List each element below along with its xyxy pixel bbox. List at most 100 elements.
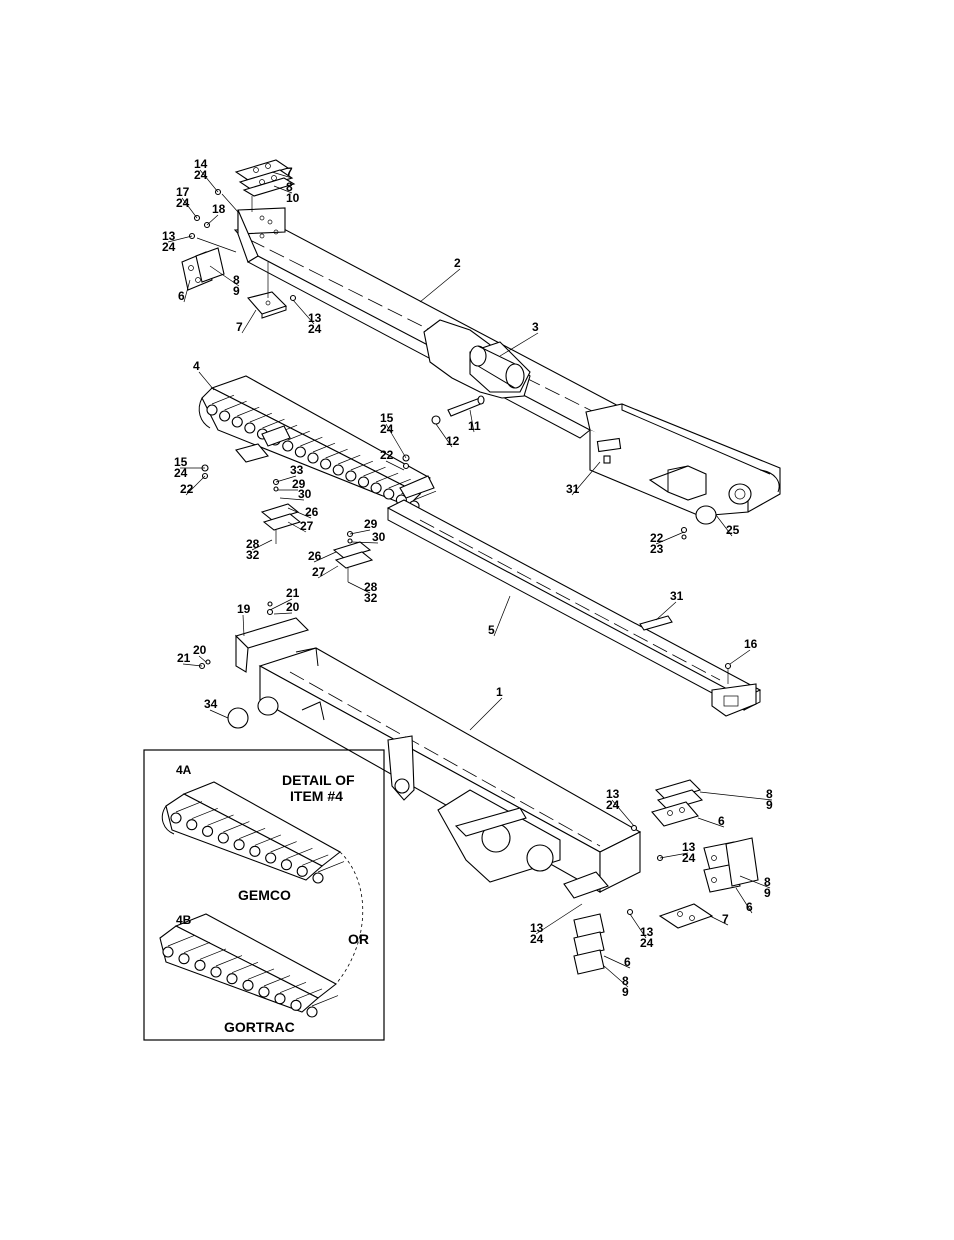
callout-number: 16 [744, 637, 758, 651]
callout-label: 22 [180, 482, 194, 496]
leader-line [271, 171, 293, 179]
leader-line [739, 875, 771, 889]
callout-number: 15 [380, 411, 394, 425]
callout-number-secondary: 24 [174, 466, 188, 480]
leader-line [287, 507, 312, 519]
callout-number: 13 [162, 229, 176, 243]
callout-label: 26 [308, 549, 322, 563]
pin-11 [447, 395, 485, 417]
callout-number: 12 [446, 434, 460, 448]
leader-line [287, 521, 307, 533]
callout-number: 13 [640, 925, 654, 939]
callout-number-secondary: 32 [364, 591, 378, 605]
leader-line [349, 529, 371, 535]
leader-line [499, 332, 539, 357]
leader-line [167, 235, 193, 243]
callout-label: 27 [312, 565, 326, 579]
leader-line [469, 697, 503, 731]
callout-number: 30 [298, 487, 312, 501]
callout-number: 27 [312, 565, 326, 579]
callout-number: 29 [364, 517, 378, 531]
callout-number: 13 [308, 311, 322, 325]
callout-number-secondary: 24 [308, 322, 322, 336]
leader-line [273, 612, 293, 615]
leader-line [603, 965, 629, 988]
callout-number-secondary: 32 [246, 548, 260, 562]
callout-number: 22 [380, 448, 394, 462]
cylinder-mount-3 [423, 319, 531, 399]
leader-line [351, 541, 379, 544]
callout-number: 17 [176, 185, 190, 199]
callout-label: 26 [305, 505, 319, 519]
callout-label: 7 [286, 165, 293, 179]
callout-label: 6 [746, 900, 753, 914]
callout-number: 20 [286, 600, 300, 614]
leader-line [206, 214, 219, 226]
gortrac-chain [159, 913, 339, 1018]
leader-line [435, 423, 453, 448]
leader-line [242, 614, 245, 637]
callout-number-secondary: 24 [176, 196, 190, 210]
callout-number: 6 [746, 900, 753, 914]
callout-number: 8 [233, 273, 240, 287]
leader-line [209, 709, 229, 719]
leader-line [241, 309, 257, 334]
callout-number-secondary: 24 [194, 168, 208, 182]
leader-line [198, 655, 207, 663]
leader-line [313, 551, 337, 563]
boom-section-5 [386, 499, 762, 717]
wear-pad-bottom [246, 262, 288, 319]
callout-label: 18 [212, 202, 226, 216]
boom-section-1 [257, 647, 642, 899]
callout-label: 6 [178, 289, 185, 303]
leader-line [603, 955, 631, 969]
leader-line [198, 371, 215, 391]
callout-number: 14 [194, 157, 208, 171]
callout-number: 6 [718, 814, 725, 828]
wear-pads-left [181, 247, 225, 291]
callout-number: 21 [177, 651, 191, 665]
callout-label: 16 [744, 637, 758, 651]
callout-number: 13 [530, 921, 544, 935]
callout-number-secondary: 24 [380, 422, 394, 436]
callout-number: 8 [286, 180, 293, 194]
callout-label: 27 [300, 519, 314, 533]
callout-number: 20 [193, 643, 207, 657]
leader-line [655, 601, 677, 621]
leader-line [183, 279, 191, 303]
callout-number-secondary: 23 [650, 542, 664, 556]
leader-line [279, 497, 305, 501]
or-label: OR [348, 931, 369, 947]
callout-number: 25 [726, 523, 740, 537]
bushing-34 [227, 707, 249, 729]
detail-box [143, 749, 385, 1041]
callout-number-secondary: 9 [766, 798, 773, 812]
leader-line [697, 817, 725, 828]
callout-number-secondary: 9 [764, 886, 771, 900]
wear-pads-right-side [656, 837, 759, 893]
detail-title-line2: ITEM #4 [290, 788, 343, 804]
leader-line [385, 460, 405, 471]
leader-line [275, 475, 297, 483]
callout-label: 25 [726, 523, 740, 537]
callout-number: 26 [305, 505, 319, 519]
callout-number: 28 [246, 537, 260, 551]
callout-number: 15 [174, 455, 188, 469]
callout-label: 29 [292, 477, 306, 491]
callout-number: 34 [204, 697, 218, 711]
cable-track-4 [198, 375, 437, 512]
leader-line [629, 913, 647, 939]
callout-number: 6 [178, 289, 185, 303]
